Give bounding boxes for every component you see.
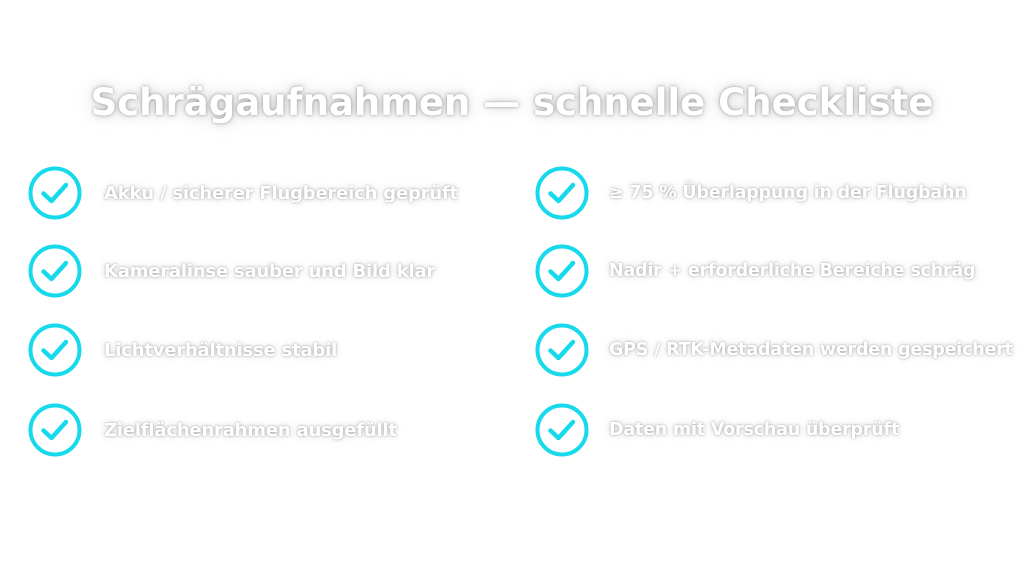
checklist-item-label: Kameralinse sauber und Bild klar [104, 260, 436, 282]
checklist-item: ≥ 75 % Überlappung in der Flugbahn [534, 163, 967, 223]
checklist-item: Zielflächenrahmen ausgefüllt [27, 400, 397, 460]
checklist-item: Daten mit Vorschau überprüft [534, 400, 899, 460]
checklist-item-label: ≥ 75 % Überlappung in der Flugbahn [609, 183, 967, 203]
check-circle-icon [535, 166, 589, 220]
checklist-item: GPS / RTK-Metadaten werden gespeichert [534, 320, 1013, 380]
checklist-item: Akku / sicherer Flugbereich geprüft [27, 163, 458, 223]
checklist-item-label: Daten mit Vorschau überprüft [609, 420, 900, 440]
checklist-item: Kameralinse sauber und Bild klar [27, 241, 435, 301]
page-title: Schrägaufnahmen — schnelle Checkliste [90, 81, 934, 124]
check-circle-icon [535, 244, 589, 298]
check-circle-icon [535, 403, 589, 457]
checklist-item-label: Akku / sicherer Flugbereich geprüft [104, 182, 458, 204]
check-circle-icon [28, 323, 82, 377]
checklist-item-label: Lichtverhältnisse stabil [104, 339, 338, 361]
checklist-item-label: Zielflächenrahmen ausgefüllt [104, 419, 397, 441]
check-circle-icon [28, 244, 82, 298]
check-circle-icon [28, 166, 82, 220]
checklist-item-label: GPS / RTK-Metadaten werden gespeichert [609, 340, 1013, 360]
checklist-item: Lichtverhältnisse stabil [27, 320, 337, 380]
check-circle-icon [535, 323, 589, 377]
checklist-item-label: Nadir + erforderliche Bereiche schräg [609, 261, 976, 281]
checklist-item: Nadir + erforderliche Bereiche schräg [534, 241, 976, 301]
check-circle-icon [28, 403, 82, 457]
